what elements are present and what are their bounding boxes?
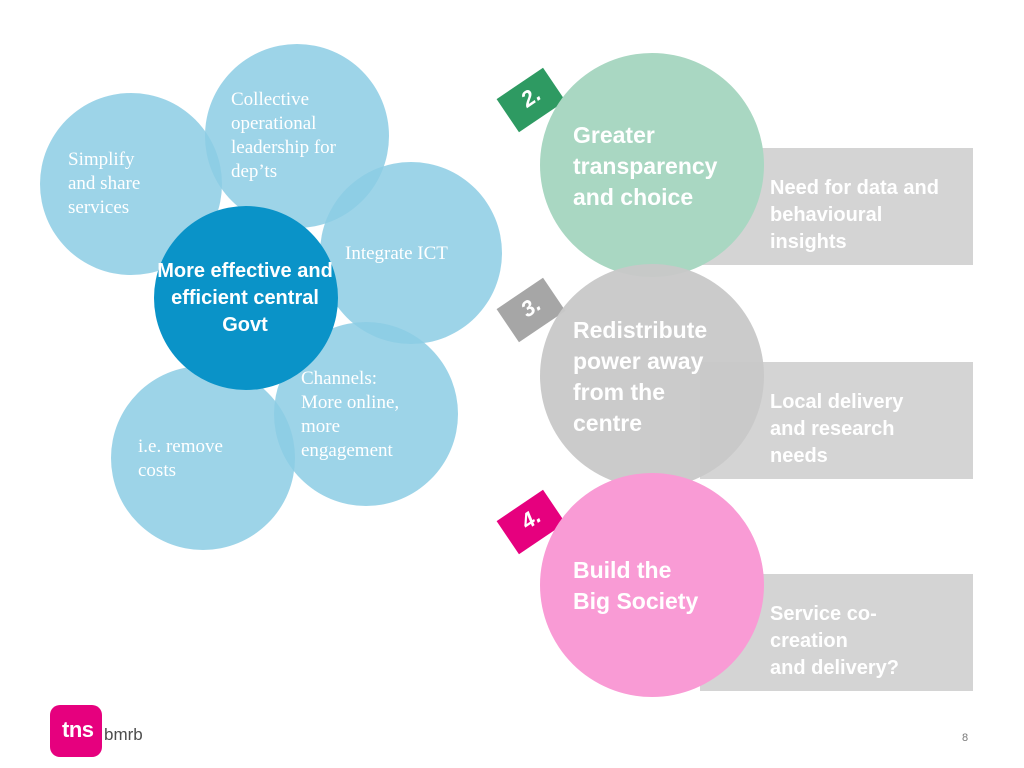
circle-big-society xyxy=(540,473,764,697)
circle-transparency xyxy=(540,53,764,277)
center-label: More effective and efficient central Gov… xyxy=(157,260,333,336)
petal-remove-costs-circle xyxy=(111,366,295,550)
center-circle xyxy=(154,206,338,390)
circle-redistribute xyxy=(540,264,764,488)
petal-channels-text: Channels: More online, more engagement xyxy=(301,368,400,461)
petal-remove-costs-text: i.e. remove costs xyxy=(138,436,223,481)
page-number: 8 xyxy=(962,732,969,744)
petal-integrate-text: Integrate ICT xyxy=(345,243,448,264)
petal-collective-text: Collective operational leadership for de… xyxy=(231,89,336,182)
tns-logo-mark xyxy=(50,705,102,757)
circle-transparency-label: Greater transparency and choice xyxy=(573,122,718,210)
petal-simplify-text: Simplify and share services xyxy=(68,149,141,218)
petal-integrate-circle xyxy=(320,162,502,344)
need-text-2: Local delivery and research needs xyxy=(770,391,904,467)
need-text-1: Need for data and behavioural insights xyxy=(770,177,939,253)
circle-big-society-label: Build the Big Society xyxy=(573,557,699,614)
circle-redistribute-label: Redistribute power away from the centre xyxy=(573,317,708,436)
logo-secondary-text: bmrb xyxy=(104,725,143,744)
need-text-3: Service co- creation and delivery? xyxy=(770,603,899,679)
logo-primary-text: tns xyxy=(62,717,94,742)
